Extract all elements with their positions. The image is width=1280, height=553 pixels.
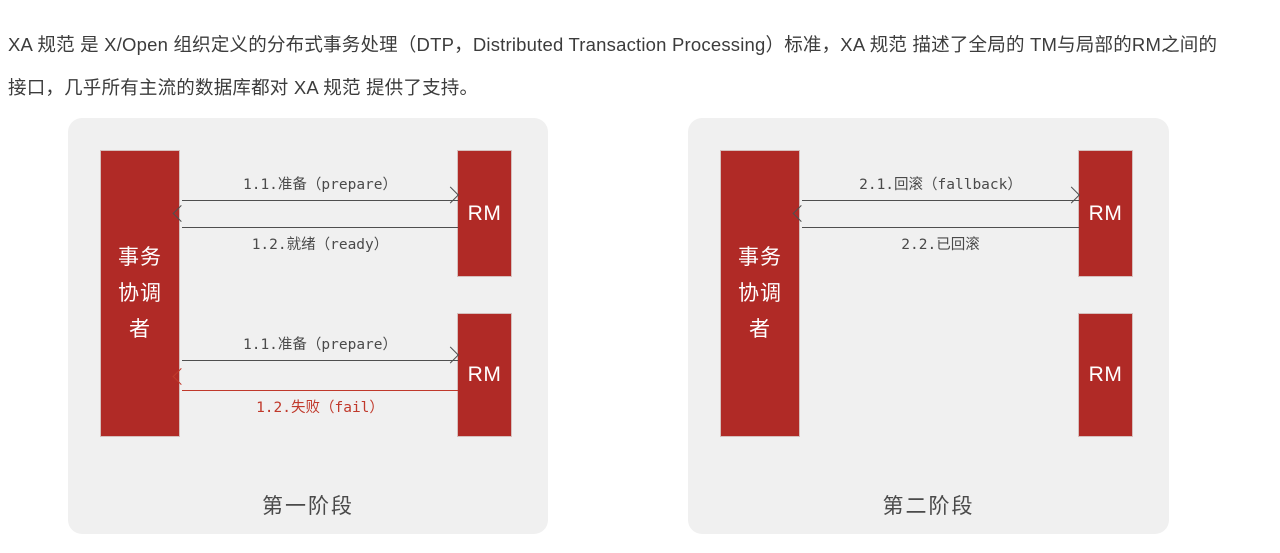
transaction-coordinator-label: 事务协调者 — [738, 245, 782, 341]
transaction-coordinator-box-phase-one: 事务协调者 — [100, 150, 180, 437]
message-label-fallback: 2.1.回滚（fallback） — [859, 177, 1022, 193]
transaction-coordinator-label: 事务协调者 — [118, 245, 162, 341]
arrow-line — [802, 227, 1079, 228]
message-label-rolledback: 2.2.已回滚 — [901, 237, 980, 253]
resource-manager-box-bottom-phase-one: RM — [457, 313, 512, 437]
message-label-fail-2: 1.2.失败（fail） — [256, 400, 384, 416]
resource-manager-box-top-phase-one: RM — [457, 150, 512, 277]
resource-manager-label: RM — [1088, 363, 1123, 386]
arrow-line — [182, 227, 458, 228]
transaction-coordinator-box-phase-two: 事务协调者 — [720, 150, 800, 437]
resource-manager-label: RM — [467, 201, 502, 225]
arrow-line — [182, 200, 458, 201]
resource-manager-label: RM — [1088, 201, 1123, 225]
resource-manager-label: RM — [467, 363, 502, 386]
message-label-prepare-1: 1.1.准备（prepare） — [242, 177, 398, 193]
diagram-panel-phase-two: 事务协调者 RM RM 2.1.回滚（fallback） 2.2.已回滚 第二阶… — [688, 118, 1169, 534]
resource-manager-box-bottom-phase-two: RM — [1078, 313, 1133, 437]
diagram-panel-phase-one: 事务协调者 RM RM 1.1.准备（prepare） 1.2.就绪（ready… — [68, 118, 548, 534]
resource-manager-box-top-phase-two: RM — [1078, 150, 1133, 277]
panel-caption-phase-one: 第一阶段 — [262, 495, 354, 518]
intro-paragraph: XA 规范 是 X/Open 组织定义的分布式事务处理（DTP，Distribu… — [8, 33, 1218, 98]
arrow-line — [802, 200, 1079, 201]
panel-caption-phase-two: 第二阶段 — [882, 495, 975, 518]
arrow-line — [182, 360, 458, 361]
message-label-ready-1: 1.2.就绪（ready） — [251, 237, 389, 253]
message-label-prepare-2: 1.1.准备（prepare） — [242, 337, 398, 353]
arrow-line — [182, 390, 458, 391]
